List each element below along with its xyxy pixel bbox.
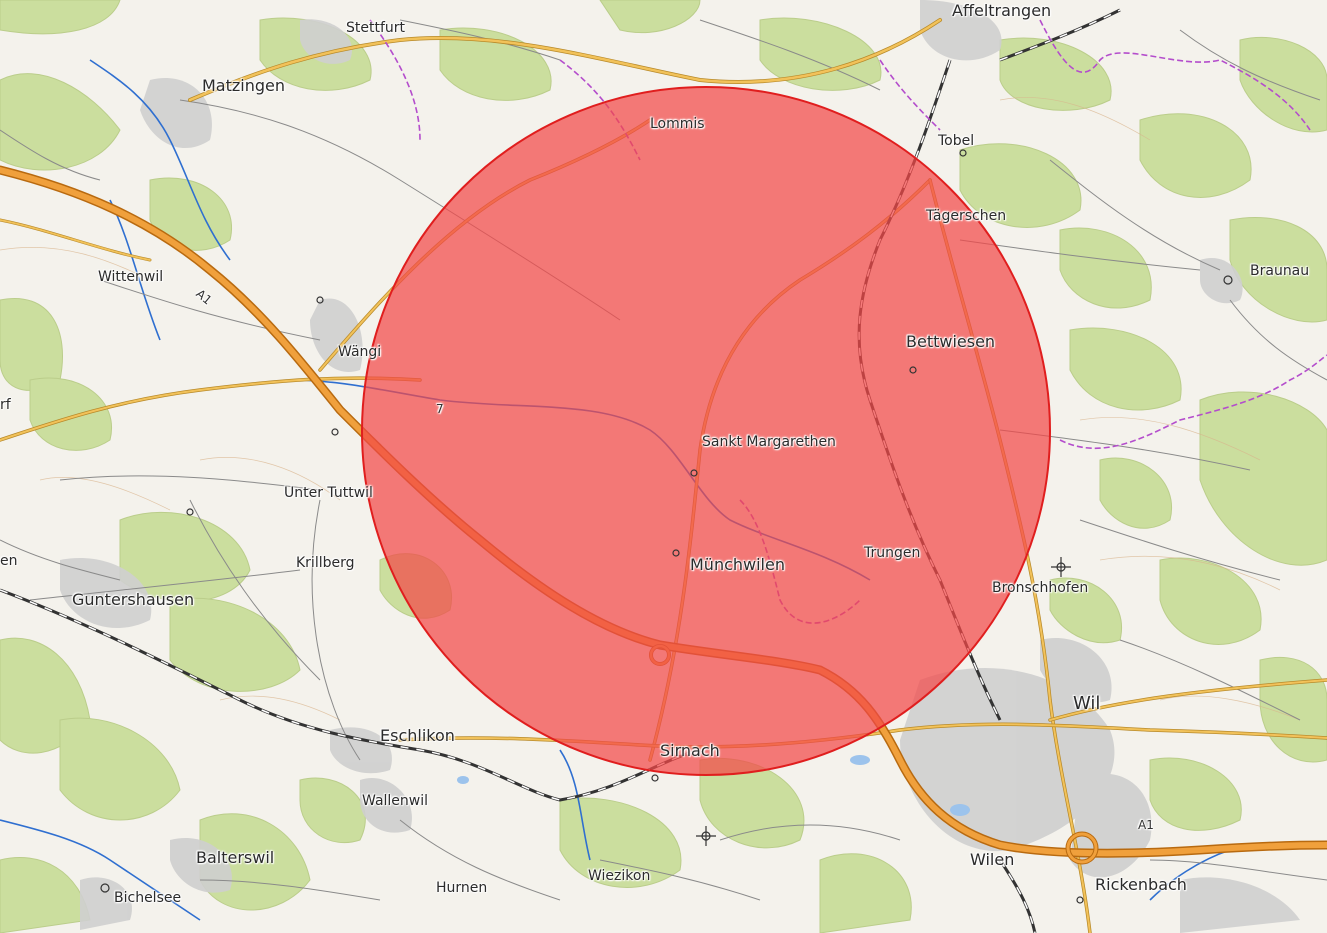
place-label-wilen: Wilen (970, 850, 1015, 869)
place-label-krillberg: Krillberg (296, 555, 355, 571)
place-label-bichelsee: Bichelsee (114, 890, 182, 906)
place-label-wil: Wil (1073, 693, 1101, 714)
place-label-edge-left-1: rf (0, 397, 11, 413)
road-label-route-7: 7 (436, 402, 444, 416)
place-label-matzingen: Matzingen (202, 76, 286, 95)
place-label-wallenwil: Wallenwil (362, 793, 429, 809)
place-label-stettfurt: Stettfurt (346, 20, 406, 36)
road-label-a1-east: A1 (1138, 818, 1154, 832)
place-label-tagerschen: Tägerschen (926, 208, 1007, 224)
place-label-sirnach: Sirnach (660, 741, 720, 760)
radius-overlay-circle[interactable] (361, 86, 1051, 776)
place-label-balterswil: Balterswil (196, 848, 275, 867)
place-label-wangi: Wängi (338, 344, 382, 360)
place-label-wittenwil: Wittenwil (98, 269, 164, 285)
place-label-guntershausen: Guntershausen (72, 590, 195, 609)
poi-markers (100, 149, 1233, 904)
place-label-munchwilen: Münchwilen (690, 555, 785, 574)
place-label-unter-tuttwil: Unter Tuttwil (284, 485, 373, 501)
place-label-bettwiesen: Bettwiesen (906, 332, 996, 351)
place-label-edge-left-2: en (0, 553, 18, 569)
built-up-areas (60, 0, 1300, 933)
place-label-eschlikon: Eschlikon (380, 726, 455, 745)
place-label-trungen: Trungen (864, 545, 921, 561)
place-label-hurnen: Hurnen (436, 880, 488, 896)
place-label-affeltrangen: Affeltrangen (952, 1, 1052, 20)
place-label-sankt-margarethen: Sankt Margarethen (702, 434, 836, 450)
place-label-rickenbach: Rickenbach (1095, 875, 1187, 894)
place-label-tobel: Tobel (938, 133, 975, 149)
water-bodies (457, 755, 970, 816)
place-label-wiezikon: Wiezikon (588, 868, 651, 884)
place-label-braunau: Braunau (1250, 263, 1310, 279)
place-label-lommis: Lommis (650, 116, 705, 132)
contour-lines (0, 97, 1301, 721)
place-label-bronschhofen: Bronschhofen (992, 580, 1089, 596)
